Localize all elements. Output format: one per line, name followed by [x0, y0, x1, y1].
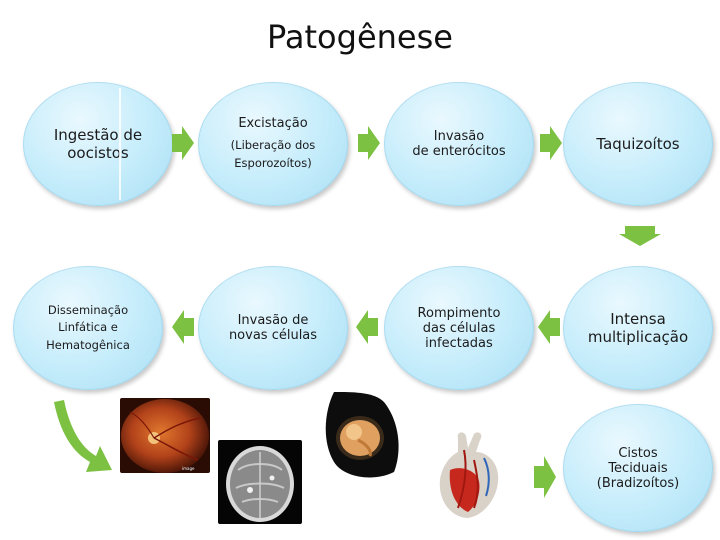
node-sublabel-excistacao: (Liberação dos Esporozoítos)	[230, 137, 316, 170]
node-label-invasao-celulas: Invasão de novas células	[228, 313, 318, 343]
node-disseminacao: Disseminação Linfática e Hematogênica	[13, 266, 163, 390]
node-taquizoitos: Taquizoítos	[563, 82, 713, 206]
heart-illustration-image	[439, 432, 499, 518]
node-invasao-enterocitos: Invasão de enterócitos	[384, 82, 534, 206]
retina-fundus-image: image	[121, 399, 209, 473]
arrow-right-2	[358, 126, 380, 160]
node-cistos: Cistos Teciduais (Bradizoítos)	[563, 404, 713, 532]
fetus-in-womb-image	[314, 392, 404, 482]
arrow-right-3	[540, 126, 562, 160]
arrow-right-cistos	[534, 456, 556, 498]
node-multiplicacao: Intensa multiplicação	[563, 266, 713, 390]
brain-mri-image	[226, 446, 294, 522]
node-label-disseminacao: Disseminação Linfática e Hematogênica	[46, 303, 130, 352]
node-label-taquizoitos: Taquizoítos	[596, 135, 680, 153]
svg-text:image: image	[182, 466, 195, 471]
node-label-invasao-enterocitos: Invasão de enterócitos	[412, 129, 506, 159]
fetus-photo	[314, 392, 404, 482]
arrow-left-3	[538, 310, 560, 344]
node-rompimento: Rompimento das células infectadas	[384, 266, 534, 390]
arrow-left-1	[172, 310, 194, 344]
node-label-multiplicacao: Intensa multiplicação	[587, 310, 689, 346]
node-excistacao: Excistação (Liberação dos Esporozoítos)	[198, 82, 348, 206]
node-label-excistacao: Excistação	[238, 115, 308, 131]
page-title: Patogênese	[267, 18, 453, 56]
node-label-rompimento: Rompimento das células infectadas	[417, 305, 501, 351]
arrow-left-2	[356, 310, 378, 344]
node-label-ingestao: Ingestão de oocistos	[53, 126, 143, 162]
node-divider	[119, 88, 121, 200]
retina-photo: image	[120, 398, 210, 473]
arrow-right-1	[172, 126, 194, 160]
brain-photo	[218, 440, 302, 524]
arrow-curved-down	[54, 400, 112, 472]
arrow-down-1	[619, 226, 661, 246]
node-invasao-celulas: Invasão de novas células	[198, 266, 348, 390]
node-ingestao: Ingestão de oocistos	[23, 82, 173, 206]
node-label-cistos: Cistos Teciduais (Bradizoítos)	[596, 445, 680, 491]
heart-photo	[428, 430, 510, 522]
